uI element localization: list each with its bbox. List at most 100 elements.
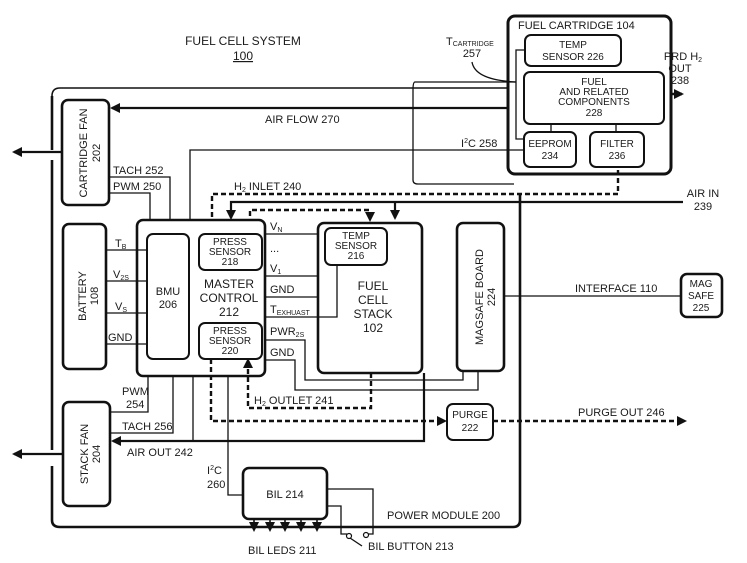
pwm-250-wire: [109, 192, 151, 222]
press-sensor-220-box: [198, 322, 263, 360]
press-sensor-218-line2: SENSOR: [209, 247, 251, 258]
battery-wires: [106, 249, 147, 345]
tach-252-label: TACH 252: [113, 165, 164, 177]
press-sensor-220-line2: SENSOR: [209, 336, 251, 347]
t-exhaust-label: TEXHUAST: [270, 304, 311, 317]
purge-in-line: [209, 359, 447, 426]
magsafe-board-line2: 224: [486, 288, 498, 306]
mag-safe-box: [679, 272, 724, 319]
press-sensor-220-line3: 220: [222, 346, 239, 357]
air-out-line: [111, 373, 426, 446]
ellipsis-label: ...: [270, 243, 279, 255]
press-sensor-218-line3: 218: [222, 257, 239, 268]
pwm-254-line2: 254: [126, 399, 144, 411]
fuel-cell-stack-line2: CELL: [358, 293, 388, 307]
tach-256-label: TACH 256: [122, 421, 173, 433]
fuel-components-line3: COMPONENTS: [558, 97, 630, 108]
h2-inlet-label: H2 INLET 240: [234, 181, 301, 194]
gnd-2-label: GND: [270, 347, 295, 359]
h2-outlet-label: H2 OUTLET 241: [254, 395, 334, 408]
power-module-label: POWER MODULE 200: [387, 510, 500, 522]
i2c-260-label: I2C: [207, 465, 222, 477]
v-n-label: VN: [270, 221, 282, 234]
temp-sensor-216-line1: TEMP: [342, 231, 370, 242]
battery-box: [61, 222, 108, 371]
fuel-cell-stack-line4: 102: [363, 321, 383, 335]
air-in-line2: 239: [694, 201, 712, 213]
bil-button-label: BIL BUTTON 213: [368, 541, 454, 553]
press-sensor-218-box: [198, 233, 263, 271]
temp-sensor-226-line2: SENSOR 226: [542, 52, 604, 63]
stack-signal-wires: [265, 233, 479, 391]
fuel-cell-stack-line3: STACK: [353, 307, 392, 321]
bil-leds-label: BIL LEDS 211: [248, 545, 317, 557]
tach-252-wire: [109, 176, 171, 222]
gnd-1-label: GND: [270, 284, 295, 296]
cartridge-fan-line2: 202: [91, 144, 103, 162]
filter-line2: 236: [609, 151, 626, 162]
cartridge-fan-line1: CARTRIDGE FAN: [78, 108, 90, 197]
battery-line2: 108: [89, 287, 101, 305]
cartridge-internal-wires: [515, 49, 617, 140]
i2c-260-wire: [227, 376, 243, 496]
temp-sensor-216-line2: SENSOR: [335, 241, 377, 252]
pwr-2s-label: PWR2S: [270, 326, 305, 339]
air-in-line1: AIR IN: [687, 188, 719, 200]
bmu-box: [146, 233, 190, 360]
t-cartridge-label: TCARTRIDGE: [446, 36, 494, 48]
pwm-254-line1: PWM: [122, 386, 149, 398]
magsafe-board-box: [455, 221, 506, 373]
bil-button-wires: [327, 488, 374, 535]
tach-256-wire: [110, 376, 174, 434]
press-sensor-218-line1: PRESS: [213, 237, 247, 248]
fuel-components-box: [523, 71, 665, 125]
eeprom-line2: 234: [542, 151, 559, 162]
battery-line1: BATTERY: [77, 270, 89, 320]
interface-label: INTERFACE 110: [575, 283, 657, 295]
prd-h2-out-line2: OUT: [668, 63, 692, 75]
fuel-components-line4: 228: [586, 108, 603, 119]
t-cartridge-wire: [412, 81, 516, 185]
pwm-254-wire: [110, 376, 149, 413]
prd-h2-out-line3: 238: [671, 75, 689, 87]
filter-box: [589, 131, 645, 168]
i2c-258-label: I2C 258: [461, 138, 497, 150]
bil-label: BIL 214: [266, 489, 304, 501]
power-module-boundary: [51, 87, 514, 172]
air-flow-label: AIR FLOW 270: [265, 114, 340, 126]
eeprom-line1: EEPROM: [528, 139, 571, 150]
prd-h2-out-line1: PRD H2: [664, 51, 702, 64]
gnd-battery-label: GND: [108, 332, 133, 344]
system-ref: 100: [233, 49, 253, 63]
h2-inlet-line: [207, 170, 620, 234]
master-control-line2: CONTROL: [200, 291, 259, 305]
magsafe-board-line1: MAGSAFE BOARD: [474, 249, 486, 345]
air-out-label: AIR OUT 242: [127, 447, 193, 459]
mag-safe-line3: 225: [693, 303, 710, 314]
v-2s-label: V2S: [113, 269, 129, 282]
purge-line1: PURGE: [452, 410, 488, 421]
purge-line2: 222: [462, 423, 479, 434]
v-s-label: VS: [115, 301, 127, 314]
fuel-components-line1: FUEL: [581, 77, 607, 88]
t-cartridge-ref: 257: [463, 48, 481, 60]
bil-leds: [249, 519, 322, 532]
mag-safe-line1: MAG: [690, 279, 713, 290]
v-1-label: V1: [270, 263, 281, 276]
pwm-250-label: PWM 250: [113, 181, 161, 193]
i2c-260-ref: 260: [207, 479, 225, 491]
temp-sensor-226-line1: TEMP: [559, 40, 587, 51]
press-sensor-220-line1: PRESS: [213, 326, 247, 337]
master-control-line3: 212: [219, 305, 239, 319]
stack-fan-line2: 204: [91, 445, 103, 463]
fuel-components-line2: AND RELATED: [559, 87, 628, 98]
bmu-line1: BMU: [156, 286, 181, 298]
purge-out-label: PURGE OUT 246: [578, 407, 665, 419]
temp-sensor-216-line3: 216: [348, 251, 365, 262]
master-control-line1: MASTER: [204, 277, 254, 291]
t-b-label: TB: [115, 238, 127, 251]
fuel-cell-stack-line1: FUEL: [358, 279, 389, 293]
system-title: FUEL CELL SYSTEM: [185, 34, 301, 48]
bil-button-switch-icon: [345, 531, 370, 547]
